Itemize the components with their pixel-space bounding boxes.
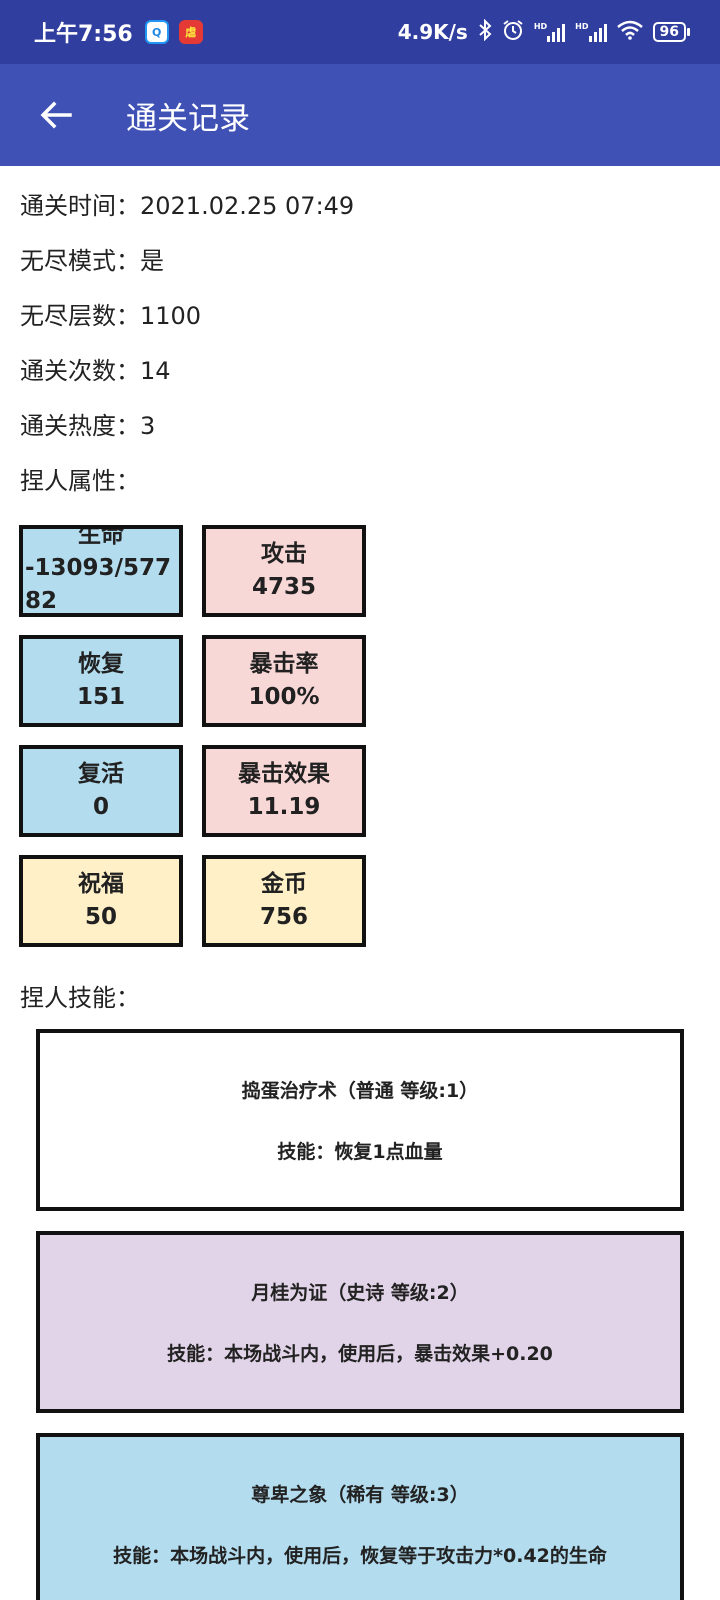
arrow-left-icon <box>40 101 72 129</box>
clear-heat: 通关热度：3 <box>20 412 156 440</box>
stat-revive-label: 复活 <box>78 761 124 787</box>
skill-desc: 技能：恢复1点血量 <box>277 1141 443 1163</box>
skill-title: 尊卑之象（稀有 等级:3） <box>251 1484 469 1506</box>
stat-crit-rate: 暴击率 100% <box>202 635 366 727</box>
clear-time: 通关时间：2021.02.25 07:49 <box>20 192 355 220</box>
wifi-icon <box>616 20 643 45</box>
stat-revive-value: 0 <box>92 794 109 820</box>
stat-crit-effect: 暴击效果 11.19 <box>202 745 366 837</box>
skill-desc: 技能：本场战斗内，使用后，恢复等于攻击力*0.42的生命 <box>113 1545 607 1567</box>
stat-blessing: 祝福 50 <box>19 855 183 947</box>
stat-hp-value: -13093/57782 <box>25 555 171 614</box>
stat-recover-value: 151 <box>76 684 125 710</box>
skill-title: 月桂为证（史诗 等级:2） <box>251 1282 469 1304</box>
back-button[interactable] <box>26 85 86 145</box>
qq-notification-icon: Q <box>144 20 169 44</box>
stat-crit-effect-label: 暴击效果 <box>238 761 330 787</box>
stat-attack-value: 4735 <box>251 574 316 600</box>
stat-recover: 恢复 151 <box>19 635 183 727</box>
skill-card: 月桂为证（史诗 等级:2） 技能：本场战斗内，使用后，暴击效果+0.20 <box>36 1231 684 1413</box>
status-time: 上午7:56 <box>34 22 133 47</box>
skill-card: 捣蛋治疗术（普通 等级:1） 技能：恢复1点血量 <box>36 1029 684 1211</box>
stat-gold: 金币 756 <box>202 855 366 947</box>
endless-mode: 无尽模式：是 <box>20 247 164 275</box>
skill-card: 尊卑之象（稀有 等级:3） 技能：本场战斗内，使用后，恢复等于攻击力*0.42的… <box>36 1433 684 1600</box>
stat-crit-rate-value: 100% <box>248 684 320 710</box>
stat-attack-label: 攻击 <box>261 541 307 567</box>
endless-floor: 无尽层数：1100 <box>20 302 202 330</box>
stat-hp: 生命 -13093/57782 <box>19 525 183 617</box>
alarm-icon <box>502 19 524 46</box>
signal-icon-2: HD <box>575 22 607 42</box>
battery-level: 96 <box>652 22 686 42</box>
network-speed: 4.9K/s <box>397 20 468 44</box>
bluetooth-icon <box>478 18 492 46</box>
battery-icon: 96 <box>652 22 690 42</box>
status-bar: 上午7:56 Q 虐 4.9K/s HD HD 96 <box>0 0 720 64</box>
stat-blessing-value: 50 <box>84 904 117 930</box>
stat-crit-effect-value: 11.19 <box>247 794 321 820</box>
skills-heading: 捏人技能： <box>20 984 140 1012</box>
game-notification-icon: 虐 <box>178 20 203 44</box>
page-title: 通关记录 <box>126 100 250 137</box>
skill-desc: 技能：本场战斗内，使用后，暴击效果+0.20 <box>167 1343 553 1365</box>
stat-blessing-label: 祝福 <box>78 871 124 897</box>
skill-title: 捣蛋治疗术（普通 等级:1） <box>241 1080 479 1102</box>
clear-count: 通关次数：14 <box>20 357 171 385</box>
stat-revive: 复活 0 <box>19 745 183 837</box>
stat-gold-value: 756 <box>259 904 308 930</box>
stat-gold-label: 金币 <box>261 871 307 897</box>
status-indicators: 4.9K/s HD HD 96 <box>397 18 690 46</box>
signal-icon-1: HD <box>534 22 566 42</box>
attributes-heading: 捏人属性： <box>20 467 140 495</box>
stat-hp-label: 生命 <box>78 525 124 548</box>
app-bar: 通关记录 <box>0 64 720 166</box>
stat-attack: 攻击 4735 <box>202 525 366 617</box>
stat-recover-label: 恢复 <box>78 651 124 677</box>
stat-crit-rate-label: 暴击率 <box>249 651 319 677</box>
